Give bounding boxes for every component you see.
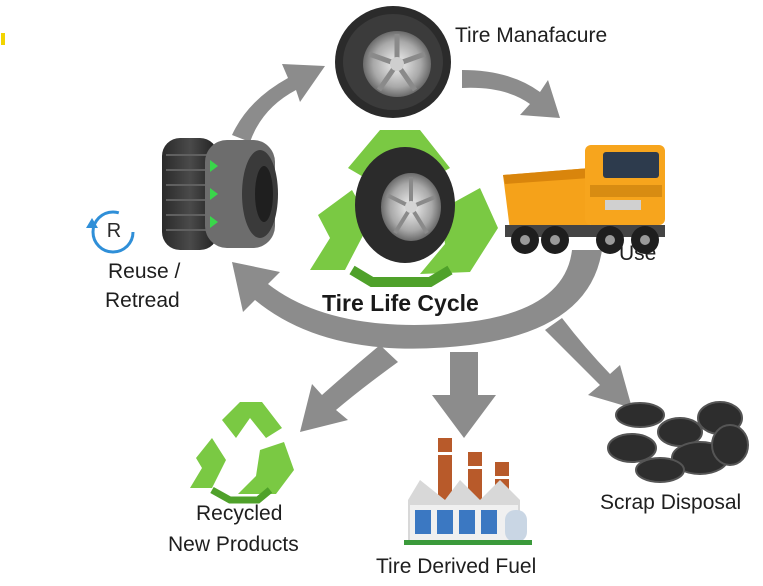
scrap-tire-pile-icon	[607, 401, 749, 483]
retread-badge-letter: R	[106, 220, 122, 242]
center-tire-icon	[355, 147, 455, 263]
arrow-to-recycled	[300, 345, 398, 432]
cycle-arrows	[232, 64, 632, 438]
diagram-title: Tire Life Cycle	[322, 290, 479, 316]
arrow-to-fuel	[432, 352, 496, 438]
stage-label-scrap: Scrap Disposal	[600, 491, 742, 514]
factory-icon	[404, 438, 532, 545]
arrow-manufacture-to-use	[462, 70, 560, 118]
arrow-use-to-reuse	[232, 250, 602, 349]
stage-label-recycled-line2: New Products	[168, 533, 299, 556]
new-tire-icon	[335, 6, 451, 118]
arrow-to-scrap	[545, 318, 632, 408]
stage-label-reuse-line1: Reuse /	[108, 260, 181, 283]
yellow-edge-mark	[1, 33, 5, 45]
stage-label-fuel: Tire Derived Fuel	[376, 555, 537, 578]
arrow-reuse-to-manufacture	[232, 64, 325, 142]
stage-label-manufacture: Tire Manafacure	[455, 24, 608, 47]
retread-tire-icon	[162, 138, 278, 250]
stage-label-recycled-line1: Recycled	[196, 502, 283, 525]
stage-label-use: Use	[619, 242, 657, 265]
stage-label-reuse-line2: Retread	[105, 289, 180, 312]
dump-truck-icon	[503, 145, 665, 254]
retread-badge-icon	[86, 210, 135, 254]
recycle-icon	[190, 402, 294, 504]
